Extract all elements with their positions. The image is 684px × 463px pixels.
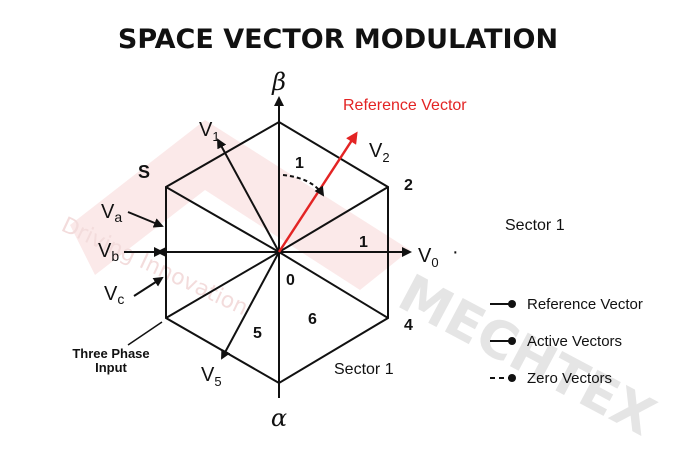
legend-dot-zero (508, 374, 516, 382)
label-va: Va (101, 201, 122, 225)
vector-v1-arrow (217, 138, 280, 253)
legend-dot-active (508, 337, 516, 345)
watermark-logo-shape (70, 120, 410, 290)
legend: Reference Vector Active Vectors Zero Vec… (490, 296, 643, 387)
label-v0: V0 (418, 245, 439, 270)
sector-1-top: 1 (295, 155, 304, 172)
sector-side-label: Sector 1 (505, 217, 565, 234)
label-v1: V1 (199, 119, 220, 144)
label-n4: 4 (404, 317, 413, 334)
input-vc-arrow (133, 276, 164, 297)
label-v5: V5 (201, 364, 222, 389)
input-va-arrow (127, 211, 164, 228)
sector-6: 6 (308, 311, 317, 328)
stray-dot: · (452, 241, 459, 263)
watermark-brand: MECHTEX (389, 264, 664, 448)
label-v2: V2 (369, 140, 390, 165)
beta-label: β (271, 68, 286, 96)
label-vb: Vb (98, 240, 119, 264)
three-phase-label-line2: Input (95, 360, 127, 375)
legend-label-zero: Zero Vectors (527, 370, 612, 387)
sector-line-lower-left (165, 251, 280, 319)
label-vc: Vc (104, 283, 124, 307)
legend-dot-reference (508, 300, 516, 308)
sector-line-lower-right (278, 251, 389, 319)
legend-label-active: Active Vectors (527, 333, 622, 350)
page-title: SPACE VECTOR MODULATION (118, 24, 558, 55)
vector-v5-arrow (221, 251, 280, 360)
label-s: S (138, 162, 150, 182)
three-phase-label-line1: Three Phase (72, 346, 149, 361)
sector-line-upper-left (165, 186, 280, 253)
sector-5: 5 (253, 325, 262, 342)
alpha-label: α (271, 404, 287, 432)
sector-1-right: 1 (359, 234, 368, 251)
reference-vector-label: Reference Vector (343, 97, 467, 114)
angle-arc (282, 174, 325, 197)
watermark-tagline: Driving Innovation (57, 213, 251, 321)
three-phase-lead (127, 321, 163, 346)
sector-0: 0 (286, 272, 295, 289)
legend-label-reference: Reference Vector (527, 296, 643, 313)
sector-line-upper-right (278, 186, 389, 253)
label-n2: 2 (404, 177, 413, 194)
sector-bottom-label: Sector 1 (334, 361, 394, 378)
